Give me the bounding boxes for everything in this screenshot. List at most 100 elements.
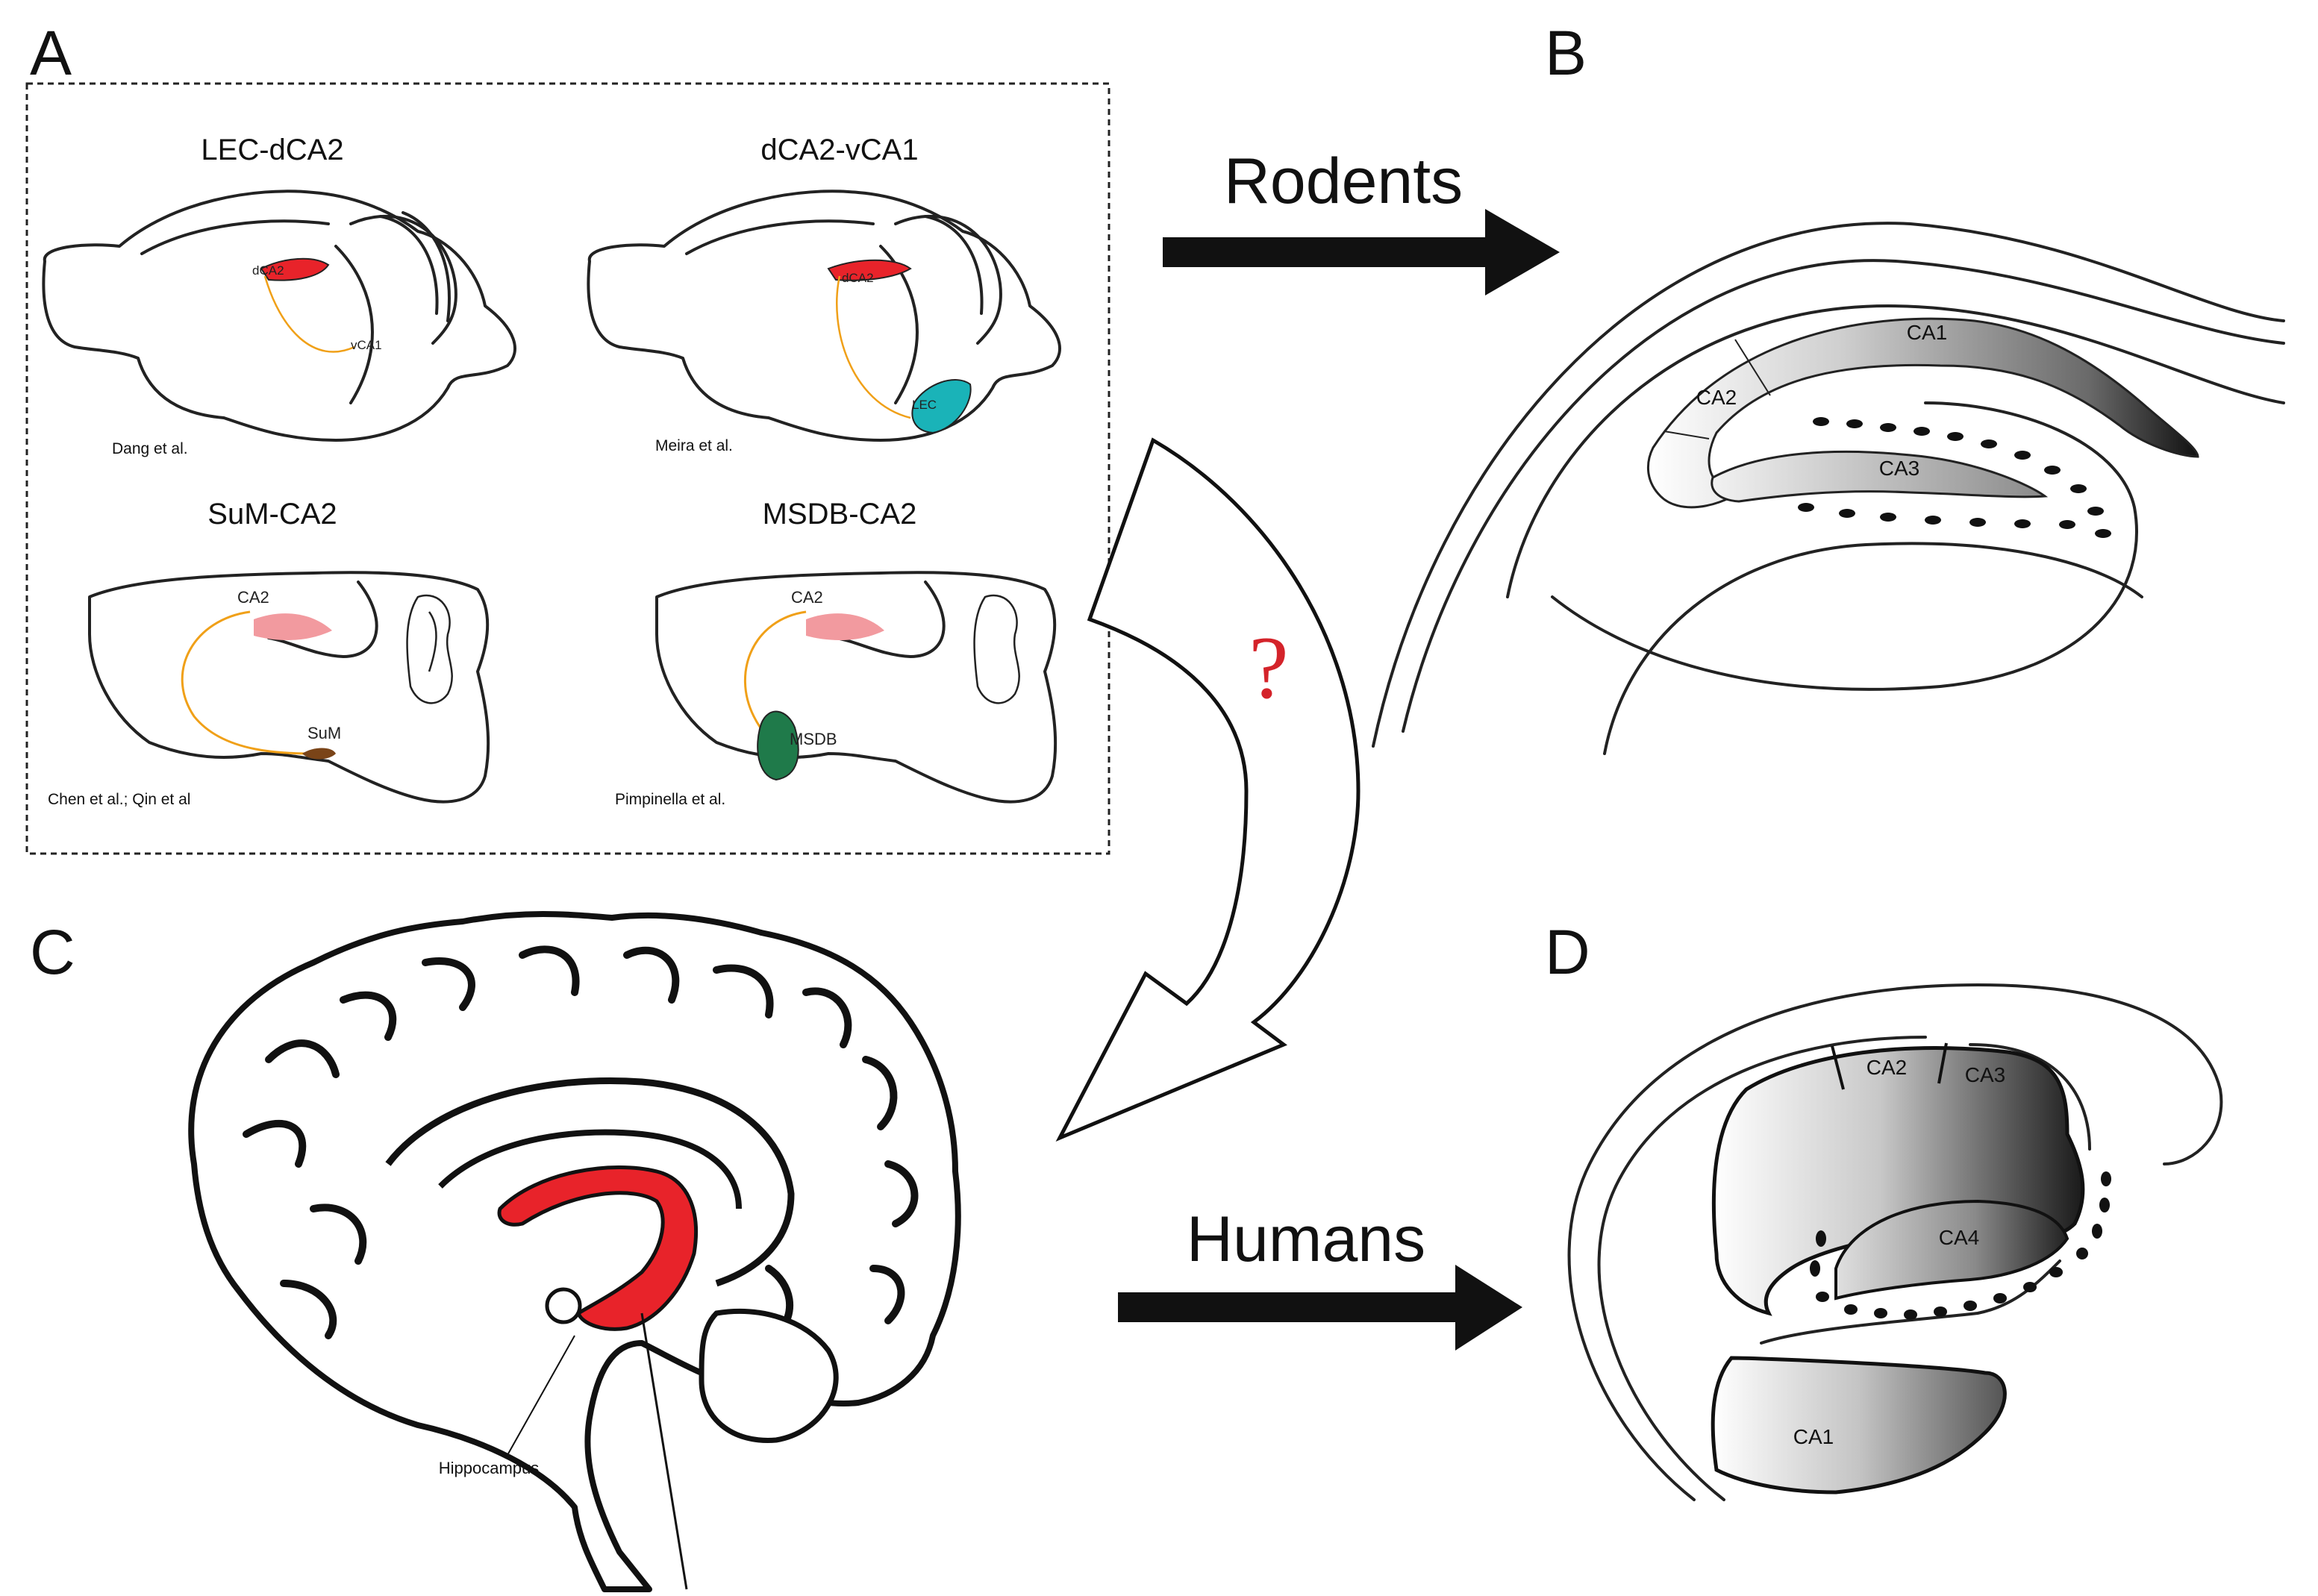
subpanel-title: MSDB-CA2 <box>763 498 917 531</box>
cortex-contour <box>685 219 875 255</box>
rodents-label: Rodents <box>1224 145 1463 217</box>
panel-letter-d: D <box>1545 917 1590 987</box>
ca4-region <box>1834 1199 2069 1301</box>
panel-letter-c: C <box>30 917 75 987</box>
region-label: LEC <box>912 398 937 412</box>
dca2-region <box>827 259 912 281</box>
subpanel-lec-dca2: LEC-dCA2 dCA2 vCA1 Dang et al. <box>42 134 516 457</box>
subpanel-title: LEC-dCA2 <box>201 134 343 166</box>
question-mark: ? <box>1249 618 1288 717</box>
ca1-label: CA1 <box>1907 321 1947 344</box>
curved-arrow-group: ? <box>1055 437 1361 1142</box>
region-label: dCA2 <box>252 263 284 278</box>
human-brain-outline <box>188 911 961 1592</box>
ca2-region <box>806 613 884 640</box>
panel-letter-a: A <box>30 18 72 88</box>
region-label: MSDB <box>790 730 837 748</box>
subpanel-title: SuM-CA2 <box>207 498 337 531</box>
hippocampal-fissure <box>1506 304 2285 598</box>
curved-arrow <box>1055 437 1361 1142</box>
ca2-label: CA2 <box>1866 1056 1907 1079</box>
ca4-label: CA4 <box>1939 1226 1979 1249</box>
ca2-ca3-boundary <box>1663 431 1710 439</box>
cerebellum <box>699 1309 839 1443</box>
sum-region <box>302 748 336 760</box>
humans-arrow-group: Humans <box>1118 1204 1522 1351</box>
amygdala-circle <box>545 1287 582 1324</box>
rodents-arrow-group: Rodents <box>1163 145 1560 295</box>
granule-cell-dots <box>1810 1171 2111 1320</box>
granule-cell-dots <box>1798 417 2111 538</box>
region-label: SuM <box>307 724 341 742</box>
panel-letter-b: B <box>1545 18 1587 88</box>
outer-contour <box>1597 1036 1927 1501</box>
hippocampus-contour <box>267 580 378 659</box>
subpanel-msdb-ca2: MSDB-CA2 CA2 MSDB Pimpinella et al. <box>615 498 1058 808</box>
ca3-band <box>1711 450 2049 503</box>
corpus-callosum-inner <box>438 1129 742 1209</box>
citation: Meira et al. <box>655 437 733 454</box>
citation: Pimpinella et al. <box>615 791 725 808</box>
cerebellum-fold <box>402 211 451 322</box>
hippocampus-leader-line <box>507 1335 575 1456</box>
hippocampus-region <box>497 1165 699 1331</box>
ca1-ca2-boundary <box>1734 339 1771 396</box>
region-label: CA2 <box>237 588 269 607</box>
citation: Dang et al. <box>112 440 188 457</box>
outer-contour <box>1372 222 2285 748</box>
ca3-label: CA3 <box>1965 1063 2005 1086</box>
region-label: CA2 <box>791 588 823 607</box>
cortical-sulci <box>243 945 919 1339</box>
cerebellum-folds <box>406 594 453 704</box>
subpanel-title: dCA2-vCA1 <box>760 134 918 166</box>
subpanel-sum-ca2: SuM-CA2 CA2 SuM Chen et al.; Qin et al <box>48 498 490 808</box>
ca2-region <box>254 613 332 640</box>
hippocampus-label: Hippocampus <box>439 1459 540 1477</box>
citation: Chen et al.; Qin et al <box>48 791 190 808</box>
cerebellum-contour <box>349 215 457 345</box>
panel-a-dashed-frame <box>25 82 1110 855</box>
cerebellum-folds <box>973 594 1020 704</box>
mouse-brain-outline <box>88 571 490 804</box>
fissure-contour <box>1969 1043 2091 1151</box>
mouse-brain-outline <box>587 190 1061 442</box>
dentate-contour <box>1551 401 2138 691</box>
panel-b: CA1 CA2 CA3 <box>1372 222 2285 755</box>
projection-line <box>263 275 355 353</box>
cerebellum-fold <box>924 215 984 315</box>
ca1-label: CA1 <box>1793 1425 1834 1448</box>
panel-d: CA2 CA3 CA4 CA1 <box>1567 983 2223 1501</box>
panel-a: LEC-dCA2 dCA2 vCA1 Dang et al. dCA2-vCA1… <box>25 82 1110 855</box>
lec-region <box>911 379 972 434</box>
ca2-label: CA2 <box>1696 386 1737 409</box>
outer-contour <box>1402 259 2285 733</box>
ca2-left-boundary <box>1831 1045 1845 1090</box>
humans-arrow <box>1118 1265 1522 1351</box>
region-label: dCA2 <box>842 271 874 285</box>
cerebellum-contour <box>894 215 1002 345</box>
cortex-contour <box>140 219 330 255</box>
rodents-arrow <box>1163 209 1560 295</box>
projection-line <box>836 275 911 419</box>
subpanel-dca2-vca1: dCA2-vCA1 dCA2 LEC Meira et al. <box>587 134 1061 454</box>
hippocampus-contour <box>334 245 374 404</box>
msdb-region <box>757 710 799 781</box>
ca3-label: CA3 <box>1879 457 1919 480</box>
cerebellum-fold <box>379 215 439 315</box>
humans-label: Humans <box>1187 1204 1425 1275</box>
dca2-region <box>260 257 330 281</box>
projection-line <box>181 610 322 755</box>
hippocampus-contour <box>834 580 946 659</box>
corpus-callosum-outer <box>385 1077 795 1287</box>
inner-contour <box>1603 542 2143 755</box>
mouse-brain-outline <box>655 571 1058 804</box>
ca2-ca3-boundary <box>1937 1042 1948 1084</box>
ca1-region <box>1711 1356 2007 1495</box>
cerebellum-fold <box>428 611 437 672</box>
mouse-brain-outline <box>42 190 516 442</box>
brainstem-line <box>640 1312 688 1590</box>
panel-c: Hippocampus <box>188 911 961 1592</box>
outer-contour <box>1567 983 2223 1501</box>
region-label: vCA1 <box>351 338 382 352</box>
